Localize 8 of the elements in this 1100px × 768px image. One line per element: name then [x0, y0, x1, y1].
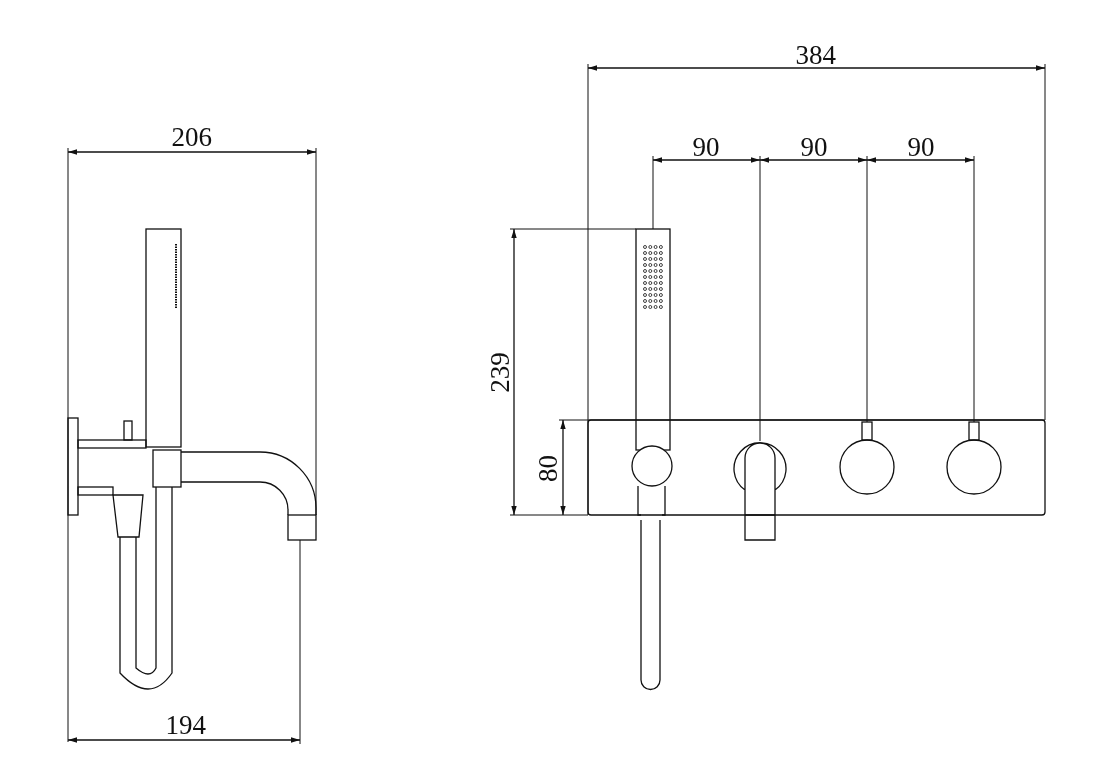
- dimension-label: 90: [907, 133, 935, 161]
- dimension-label: 239: [486, 351, 514, 393]
- dimension-label: 384: [795, 41, 836, 69]
- dimension-label: 90: [800, 133, 828, 161]
- dimension-label: 206: [171, 123, 212, 151]
- dimension-label: 90: [692, 133, 720, 161]
- dimension-label: 194: [165, 711, 206, 739]
- dimension-label: 80: [534, 454, 562, 482]
